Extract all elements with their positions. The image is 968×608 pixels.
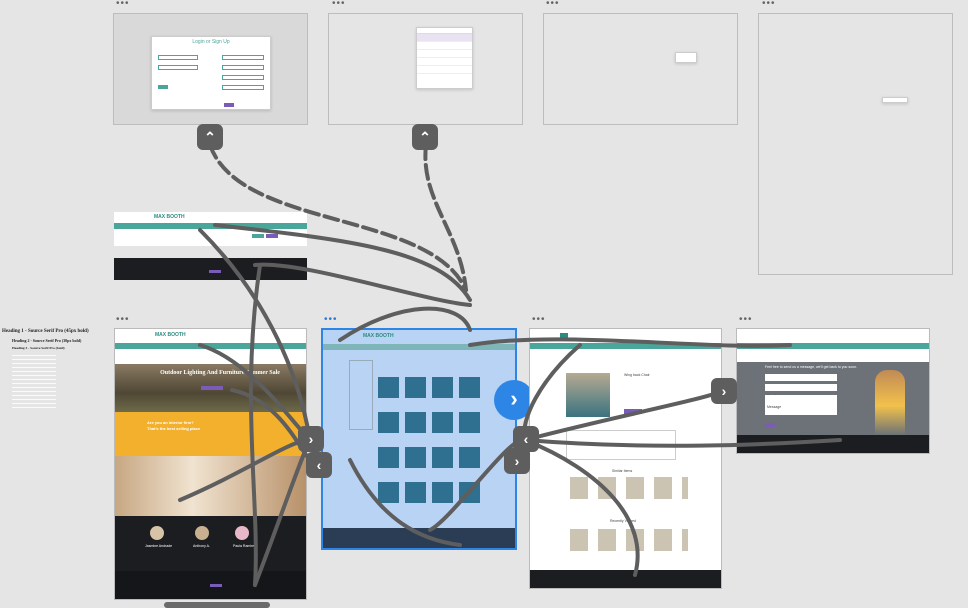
add-to-cart-button[interactable] (624, 409, 642, 414)
logo-text: MAX BOOTH (154, 214, 185, 220)
category-product-grid (376, 375, 486, 515)
link-next-arrow-icon[interactable]: › (711, 378, 737, 404)
frame-menu-dots[interactable]: ••• (739, 314, 753, 325)
signup-modal-frame[interactable]: Login or Sign Up (113, 13, 308, 125)
notifications-dropdown (416, 27, 473, 89)
frame-menu-dots[interactable]: ••• (116, 0, 130, 9)
tooltip-frame-tall[interactable] (758, 13, 953, 275)
review-name-3: Paula Ramirez (233, 544, 256, 548)
home-page-frame[interactable]: MAX BOOTH Outdoor Lighting And Furniture… (114, 328, 307, 600)
contact-person-image (875, 370, 905, 435)
typography-heading2: Heading 2 - Source Serif Pro (30px bold) (12, 338, 82, 343)
link-up-arrow-icon[interactable]: ⌃ (412, 124, 438, 150)
contact-message-field[interactable]: Message (765, 395, 837, 415)
contact-submit-button[interactable] (765, 423, 775, 427)
tooltip-popup (675, 52, 697, 63)
review-name-1: Jasmine Andrade (145, 544, 173, 548)
product-detail-frame[interactable]: Wing back Chair Similar Items Recently V… (529, 328, 722, 589)
sub-banner-line1: Are you an interior firm? (147, 420, 194, 425)
tooltip-popup-small (882, 97, 908, 103)
similar-items-heading: Similar Items (612, 469, 633, 473)
frame-menu-dots[interactable]: ••• (546, 0, 560, 9)
header-component-frame[interactable]: MAX BOOTH (114, 212, 307, 246)
hero-title: Outdoor Lighting And Furniture Summer Sa… (160, 370, 280, 376)
signup-modal-title: Login or Sign Up (192, 39, 230, 45)
review-name-2: Anthony A. (193, 544, 210, 548)
link-next-arrow-icon[interactable]: › (298, 426, 324, 452)
contact-headline: Feel free to send us a message, we'll ge… (765, 365, 857, 369)
next-arrow-button[interactable]: › (494, 380, 534, 420)
contact-page-frame[interactable]: Feel free to send us a message, we'll ge… (736, 328, 930, 454)
signup-modal: Login or Sign Up (151, 36, 271, 110)
footer-component-frame[interactable] (114, 258, 307, 280)
contact-message-label: Message (767, 405, 782, 409)
frame-menu-dots-selected[interactable]: ••• (324, 314, 338, 325)
sub-banner-line2: That's the best selling place (147, 426, 201, 431)
logo-text: MAX BOOTH (155, 332, 186, 338)
recently-viewed-heading: Recently Viewed (610, 519, 637, 523)
notifications-frame[interactable] (328, 13, 523, 125)
link-up-arrow-icon[interactable]: ⌃ (197, 124, 223, 150)
hero-cta-button[interactable] (201, 386, 223, 390)
category-page-frame-selected[interactable]: MAX BOOTH (321, 328, 517, 550)
typography-body-sample (12, 355, 56, 410)
contact-name-field[interactable]: Name (765, 374, 837, 388)
detail-product-title: Wing back Chair (624, 373, 650, 377)
link-prev-arrow-icon[interactable]: ‹ (513, 426, 539, 452)
logo-text: MAX BOOTH (363, 333, 394, 339)
frame-menu-dots[interactable]: ••• (332, 0, 346, 9)
typography-heading1: Heading 1 - Source Serif Pro (45px bold) (2, 329, 89, 334)
frame-menu-dots[interactable]: ••• (762, 0, 776, 9)
frame-menu-dots[interactable]: ••• (532, 314, 546, 325)
tooltip-frame[interactable] (543, 13, 738, 125)
frame-menu-dots[interactable]: ••• (116, 314, 130, 325)
link-prev-arrow-icon[interactable]: ‹ (306, 452, 332, 478)
canvas-scrollbar[interactable] (164, 602, 270, 608)
typography-heading3: Heading 3 - Source Serif Pro (bold) (12, 346, 65, 350)
contact-email-field[interactable]: Email (765, 384, 837, 398)
link-next-arrow-icon[interactable]: › (504, 448, 530, 474)
